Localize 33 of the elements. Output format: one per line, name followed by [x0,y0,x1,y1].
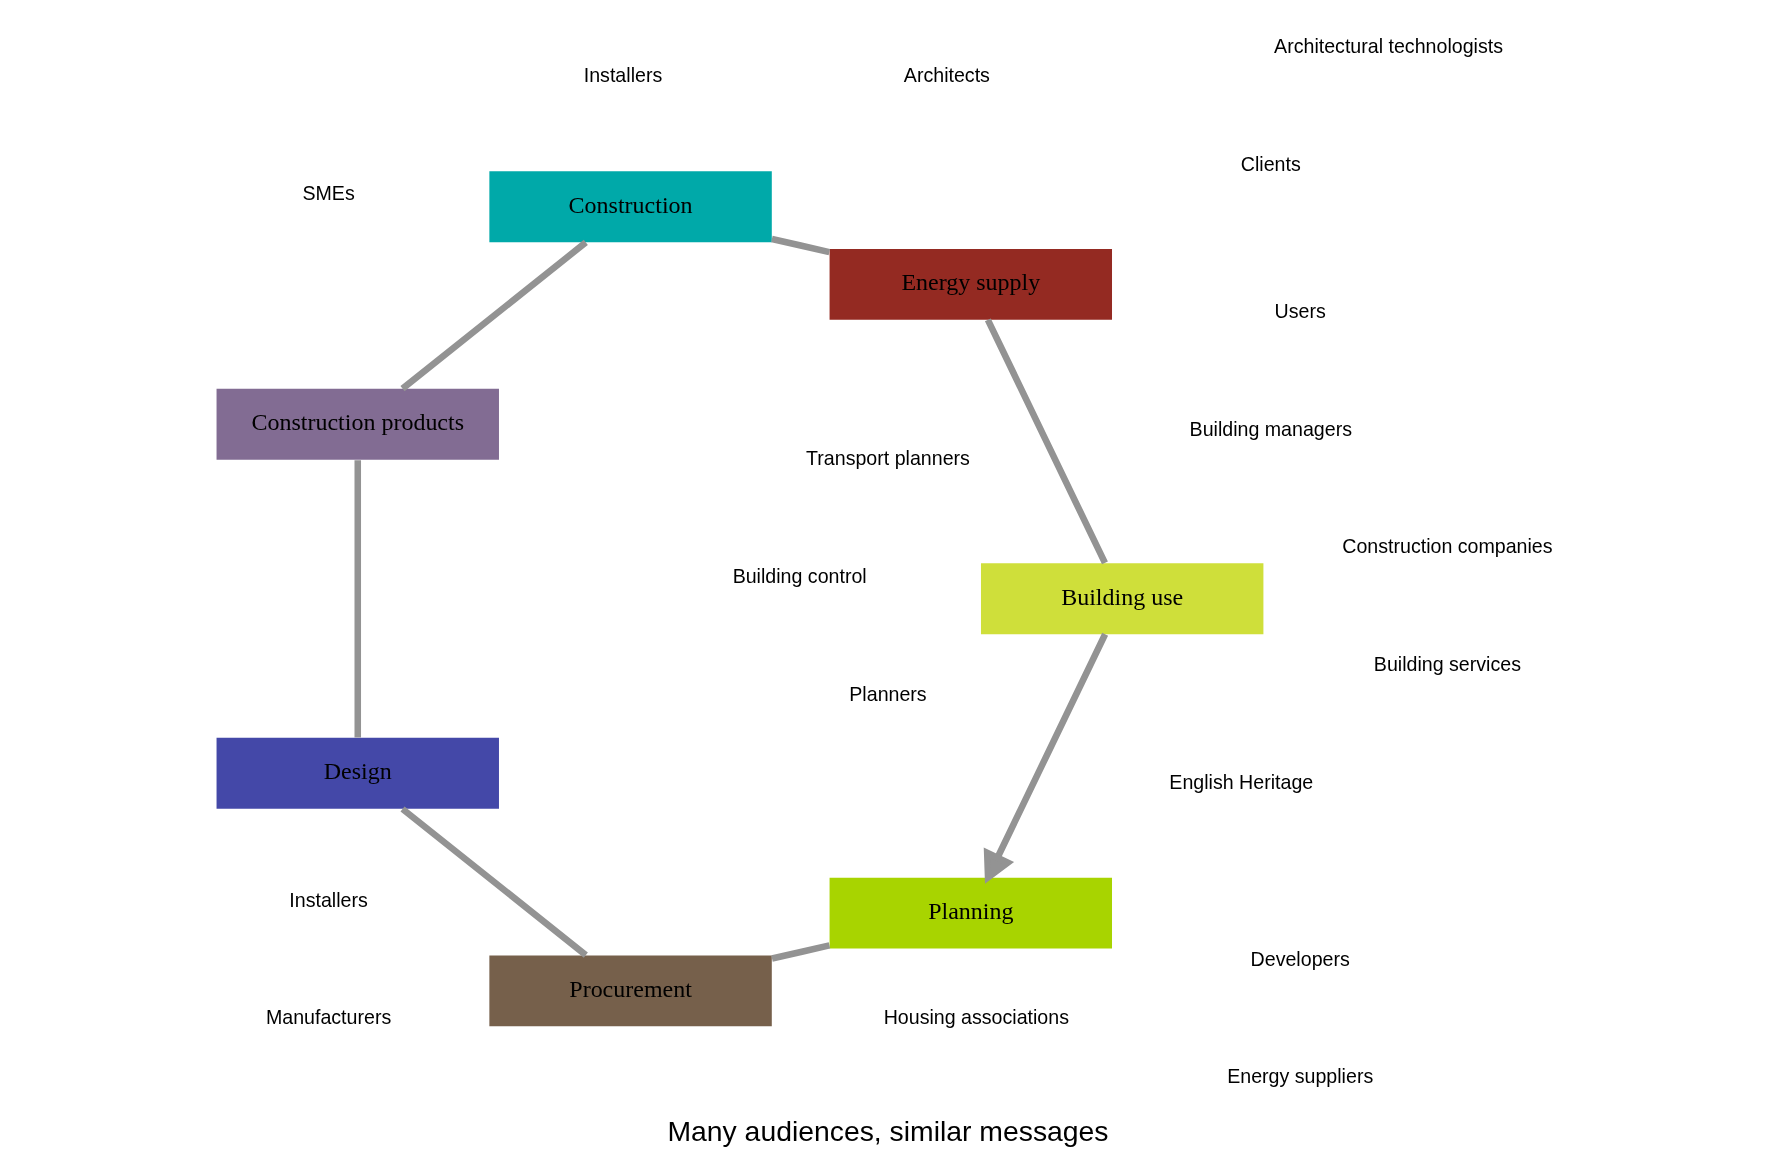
node-box: Procurement [488,955,772,1027]
node-box: Energy supply [829,248,1112,320]
label: Housing associations [883,1006,1069,1029]
label: Installers [288,888,368,911]
connector [354,460,361,738]
label: Planners [848,682,927,705]
label: Developers [1250,947,1350,970]
label: Transport planners [805,447,970,470]
label: SMEs [301,182,355,205]
label: Building control [732,564,867,587]
label: Architects [903,64,990,87]
connector [400,806,588,958]
label: Building managers [1189,417,1352,440]
node-box: Construction products [216,388,499,460]
connector [770,942,830,962]
diagram-title: Many audiences, similar messages [666,1115,1109,1148]
label: Users [1274,299,1326,322]
label: Installers [583,64,662,87]
connector [984,318,1108,565]
node-box: Construction [488,171,772,243]
label: Clients [1240,152,1301,175]
label: Architectural technologists [1273,34,1503,57]
connector [770,235,830,256]
label: Manufacturers [265,1006,391,1029]
arrow [983,632,1108,884]
node-box: Planning [829,877,1112,949]
label: English Heritage [1168,770,1313,793]
label: Building services [1373,653,1521,676]
connector [399,239,588,392]
node-box: Building use [980,563,1263,635]
node-box: Design [216,737,499,809]
label: Energy suppliers [1226,1065,1373,1088]
label: Construction companies [1341,535,1553,558]
